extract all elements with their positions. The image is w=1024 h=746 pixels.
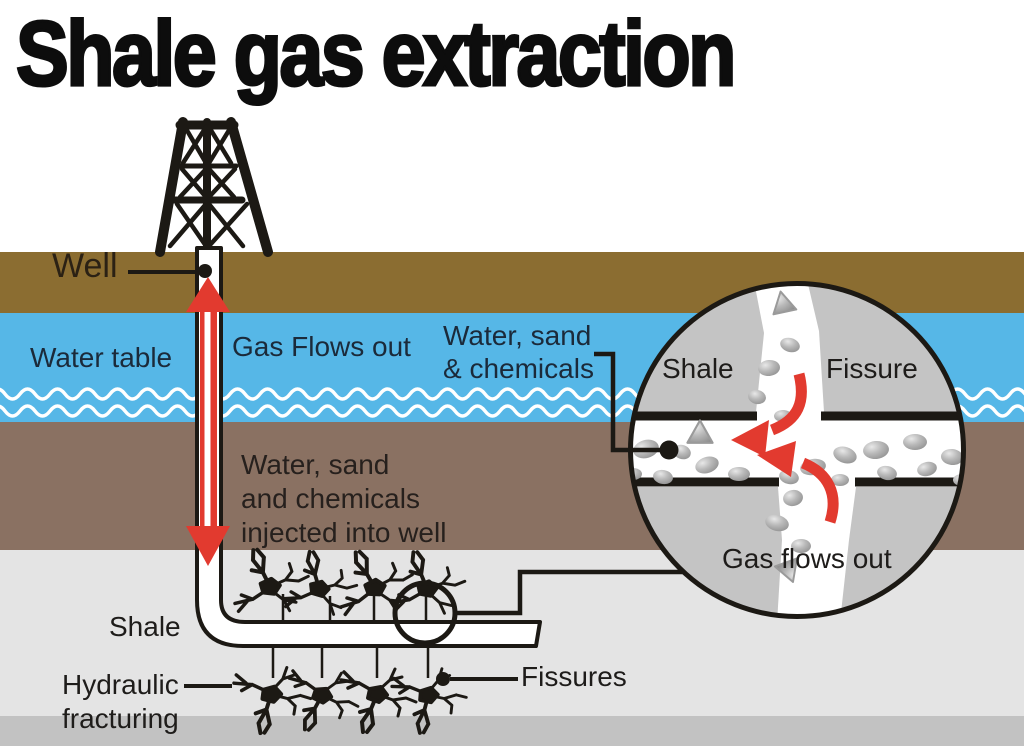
label-hydraulic-fracturing: Hydraulic fracturing bbox=[62, 668, 179, 736]
inset-channel-edges bbox=[632, 411, 962, 487]
label-fissures: Fissures bbox=[521, 661, 627, 692]
well-pipe bbox=[195, 246, 542, 648]
well-marker-dot bbox=[198, 264, 212, 278]
label-injection-line3: injected into well bbox=[241, 517, 447, 548]
lower-fissures bbox=[231, 646, 473, 738]
label-gas-flows-out: Gas Flows out bbox=[232, 331, 411, 362]
label-hydraulic-line1: Hydraulic bbox=[62, 669, 179, 700]
inset-gas-arrows bbox=[731, 372, 839, 524]
label-water-table: Water table bbox=[30, 342, 173, 373]
label-shale: Shale bbox=[109, 611, 181, 642]
label-well: Well bbox=[52, 247, 118, 285]
drilling-rig bbox=[155, 117, 273, 257]
fissures-callout-dot bbox=[436, 672, 450, 686]
inset-pebbles bbox=[632, 288, 962, 587]
layer-bedrock bbox=[0, 716, 1024, 746]
label-injection: Water, sand and chemicals injected into … bbox=[241, 448, 446, 550]
label-water-sand-chemicals-line1: Water, sand bbox=[443, 320, 592, 351]
inset-connector-line bbox=[455, 569, 688, 616]
injection-callout-line bbox=[594, 351, 660, 453]
label-water-sand-chemicals-line2: & chemicals bbox=[443, 353, 594, 384]
injection-callout-dot bbox=[659, 440, 679, 460]
label-water-sand-chemicals: Water, sand & chemicals bbox=[443, 319, 594, 385]
label-injection-line2: and chemicals bbox=[241, 483, 420, 514]
inset-label-gas-flows-out: Gas flows out bbox=[722, 543, 892, 574]
label-injection-line1: Water, sand bbox=[241, 449, 390, 480]
fissures-callout bbox=[436, 672, 518, 686]
injection-callout bbox=[594, 351, 679, 460]
page-title: Shale gas extraction bbox=[15, 2, 738, 107]
inset-label-shale: Shale bbox=[662, 353, 734, 384]
label-hydraulic-line2: fracturing bbox=[62, 703, 179, 734]
well-callout bbox=[128, 264, 212, 278]
inset-label-fissure: Fissure bbox=[826, 353, 918, 384]
upper-fissures bbox=[229, 542, 467, 624]
flow-arrow bbox=[186, 277, 230, 566]
